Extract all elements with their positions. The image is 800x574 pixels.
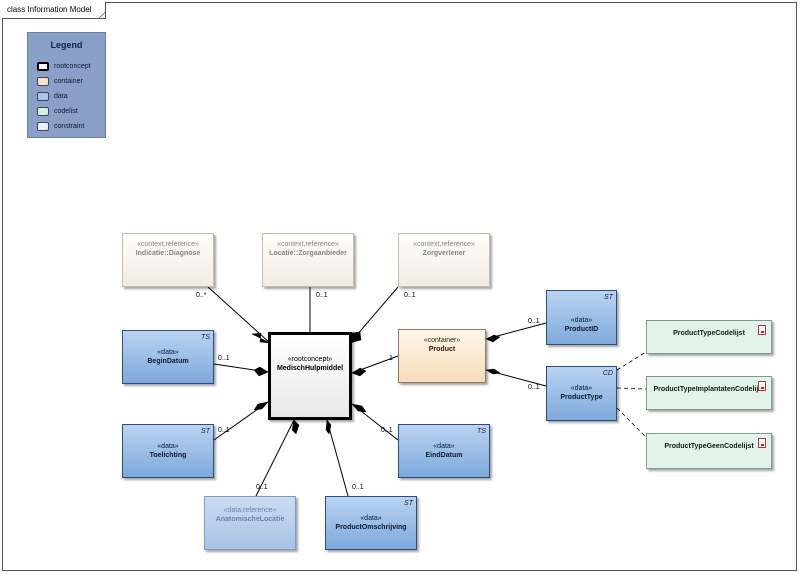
stereotype-label: «context,reference» [277,241,339,248]
class-begindatum[interactable]: TS «data» BeginDatum [122,330,214,384]
class-name: ProductType [560,394,603,401]
type-tag: TS [477,428,486,435]
diamond-productid [485,334,501,343]
type-tag: ST [604,294,613,301]
diamond-indicatie [251,332,271,344]
codelist-document-icon [758,381,766,391]
type-tag: ST [404,500,413,507]
class-medischhulpmiddel[interactable]: «rootconcept» MedischHulpmiddel [268,332,352,420]
dep-codelist2 [616,387,647,390]
diamond-anatomische [291,419,300,435]
legend-label-constraint: constraint [54,123,85,130]
mult-productomschrijving: 0..1 [352,484,364,491]
class-name: Indicatie::Diagnose [135,250,201,257]
diamond-producttype [485,368,501,375]
class-name: Product [428,346,456,353]
legend-swatch-container [37,77,49,86]
mult-zorgverlener: 0..1 [404,292,416,299]
stereotype-label: «data,reference» [223,507,277,514]
class-einddatum[interactable]: TS «data» EindDatum [398,424,490,478]
class-productid[interactable]: ST «data» ProductID [546,290,617,345]
class-zorgverlener[interactable]: «context,reference» Zorgverlener [398,233,490,287]
class-indicatie-diagnose[interactable]: «context,reference» Indicatie::Diagnose [122,233,214,287]
type-tag: TS [201,334,210,341]
stereotype-label: «data» [570,317,593,324]
class-name: AnatomischeLocatie [215,516,285,523]
type-tag: ST [201,428,210,435]
link-anatomische [255,419,295,497]
mult-einddatum: 0..1 [381,427,393,434]
legend-swatch-data [37,92,49,101]
dep-codelist1 [616,351,647,371]
class-toelichting[interactable]: ST «data» Toelichting [122,424,214,478]
stereotype-label: «data» [157,349,179,356]
legend-label-data: data [54,93,68,100]
codelist-document-icon [758,325,766,335]
class-name: Zorgverlener [422,250,466,257]
mult-locatie: 0..1 [316,292,328,299]
class-productomschrijving[interactable]: ST «data» ProductOmschrijving [325,496,417,550]
diamond-toelichting [253,401,269,411]
mult-product: 1 [389,355,393,362]
class-name: EindDatum [425,452,463,459]
class-product[interactable]: «container» Product [398,329,486,383]
diamond-einddatum [351,403,367,413]
stereotype-label: «data» [433,443,455,450]
legend-label-codelist: codelist [54,108,78,115]
legend-label-container: container [54,78,83,85]
class-anatomische-locatie[interactable]: «data,reference» AnatomischeLocatie [204,496,296,550]
stereotype-label: «data» [360,515,382,522]
diamond-product [351,367,367,377]
legend: Legend rootconcept container data codeli… [27,32,106,138]
stereotype-label: «context,reference» [137,241,199,248]
codelist-name: ProductTypeCodelijst [673,330,745,337]
mult-toelichting: 0..1 [218,427,230,434]
class-name: Toelichting [149,452,187,459]
class-locatie-zorgaanbieder[interactable]: «context,reference» Locatie::Zorgaanbied… [262,233,354,287]
mult-indicatie: 0..* [196,292,207,299]
codelist-name: ProductTypeGeenCodelijst [664,443,754,450]
codelist-name: ProductTypeImplantatenCodelijst [653,386,765,393]
link-productomschrijving [326,419,349,497]
class-producttype[interactable]: CD «data» ProductType [546,366,617,421]
codelist-producttypeimplantatencodelijst[interactable]: ProductTypeImplantatenCodelijst [646,376,772,410]
codelist-document-icon [758,438,766,448]
legend-label-rootconcept: rootconcept [54,63,91,70]
class-name: MedischHulpmiddel [276,365,344,372]
mult-anatomische: 0..1 [256,484,268,491]
diamond-begindatum [253,366,269,377]
mult-productid: 0..1 [528,318,540,325]
legend-swatch-constraint [37,122,49,131]
diamond-productomschrijving [325,419,332,435]
mult-begindatum: 0..1 [218,355,230,362]
stereotype-label: «data» [157,443,179,450]
stereotype-label: «container» [423,337,461,344]
dep-codelist3 [616,407,647,438]
legend-swatch-rootconcept [37,62,49,71]
mult-producttype: 0..1 [528,384,540,391]
stereotype-label: «context,reference» [413,241,475,248]
legend-title: Legend [50,40,83,50]
class-name: BeginDatum [147,358,189,365]
type-tag: CD [602,370,613,377]
diagram-title: class Information Model [2,2,107,19]
class-name: ProductID [564,326,599,333]
codelist-producttypegeencodelijst[interactable]: ProductTypeGeenCodelijst [646,433,772,469]
class-name: Locatie::Zorgaanbieder [269,250,347,257]
stereotype-label: «rootconcept» [287,356,333,363]
codelist-producttypecodelijst[interactable]: ProductTypeCodelijst [646,320,772,354]
stereotype-label: «data» [570,385,593,392]
class-name: ProductOmschrijving [335,524,407,531]
legend-swatch-codelist [37,107,49,116]
